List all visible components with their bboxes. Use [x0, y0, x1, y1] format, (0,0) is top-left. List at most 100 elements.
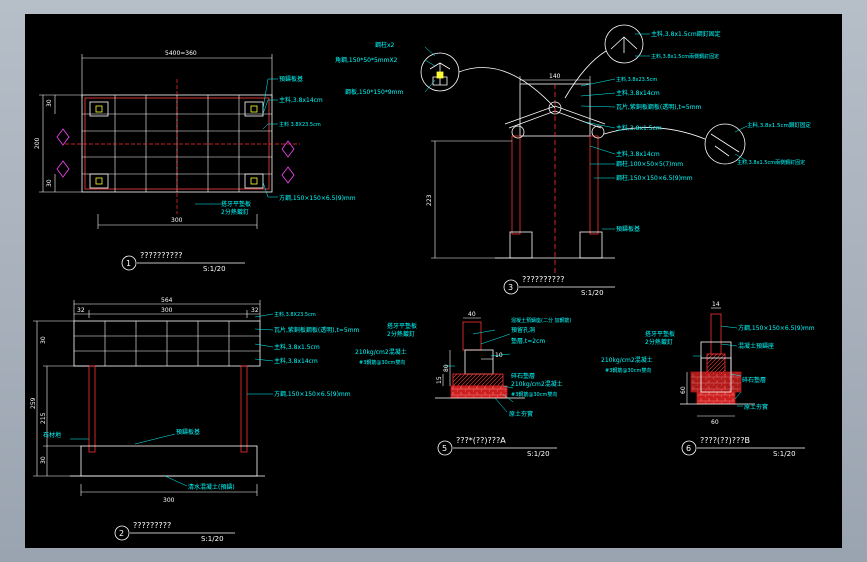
front-label-rafter: 主料,3.8X23.5cm: [274, 311, 316, 318]
detailA-scale: S:1/20: [527, 450, 550, 458]
detailA-view: [435, 317, 525, 413]
detailA-column: [462, 321, 482, 351]
plan-dim-left-top: 30: [46, 99, 53, 107]
front-label-column: 方鋼,150×150×6.5(9)mm: [274, 390, 351, 398]
detailA-dim-side-a: 80: [443, 364, 450, 372]
front-dim-top-left: 32: [77, 307, 85, 314]
front-column-left: [88, 365, 96, 453]
side-label-plate: 鋼柱x2: [375, 41, 395, 49]
detailB-dim-side: 60: [680, 386, 687, 394]
detailA-dim-top: 40: [468, 311, 476, 318]
detailB-precast-overlay: [700, 357, 732, 393]
side-label-steel: 鋼板,150*150*9mm: [345, 88, 403, 96]
front-label-beam-b: 主料,3.8x14cm: [274, 357, 318, 365]
side-column-left: [511, 135, 521, 235]
detailB-dims: [686, 307, 735, 417]
detailA-label-c: 混凝土預鑄座(二分 加鋼筋): [511, 317, 572, 324]
front-dim-height-total: 259: [30, 397, 37, 409]
detailB-annotations: 方鋼,150×150×6.5(9)mm 搭牙平墊板 2分熱鍍釘 混凝土預鑄座 2…: [601, 324, 815, 411]
side-left-joint: [511, 125, 525, 139]
plan-scale: S:1/20: [203, 265, 226, 273]
side-label-angle: 角鋼,150*50*5mmX2: [335, 56, 398, 64]
front-dim-height-c: 30: [40, 336, 47, 344]
plan-dim-left: 200: [34, 137, 41, 149]
detailB-number: 6: [686, 444, 691, 453]
detailA-bricks: [450, 385, 508, 399]
front-label-foot: 預鑄板基: [176, 428, 200, 436]
front-dim-bottom: 300: [163, 497, 175, 504]
front-scale: S:1/20: [201, 535, 224, 543]
detailB-leaders: [693, 325, 743, 407]
detailA-label-k: 原土夯實: [509, 410, 533, 418]
plan-label-rafter: 主料 3.8X23.5cm: [279, 121, 321, 128]
plan-dim-bottom: 300: [171, 217, 183, 224]
side-base-left: [509, 231, 533, 259]
front-dim-top-right: 32: [251, 307, 259, 314]
plan-label-column: 方鋼,150×150×6.5(9)mm: [279, 194, 356, 202]
detailA-title-block: 5 ???*(??)???A S:1/20: [437, 436, 557, 458]
detailA-dim-side-b: 15: [436, 376, 443, 384]
side-texts: 140 223: [426, 73, 561, 206]
front-base: [80, 445, 258, 477]
plan-title: ??????????: [140, 251, 182, 260]
side-label-detail-right-a: 主料,3.8x1.5cm鋼釘固定: [747, 121, 811, 129]
detailA-annotations: 搭牙平墊板 2分熱鍍釘 混凝土預鑄座(二分 加鋼筋) 預留孔洞 墊層,t=2cm…: [355, 317, 572, 418]
side-label-beam-a: 主料,3.8x14cm: [616, 89, 660, 97]
side-ridge-joint: [548, 101, 562, 115]
detailB-title-block: 6 ????(??)???B S:1/20: [681, 436, 805, 458]
front-column-right: [240, 365, 248, 453]
detailA-label-d: 預留孔洞: [511, 326, 535, 334]
side-dim-height: 223: [426, 194, 433, 206]
detailB-label-a: 方鋼,150×150×6.5(9)mm: [738, 324, 815, 332]
side-title-block: 3 ?????????? S:1/20: [503, 275, 615, 297]
front-dim-top-mid: 300: [161, 307, 173, 314]
front-dim-top: 564: [161, 297, 173, 304]
side-right-joint: [591, 125, 605, 139]
front-label-beam-a: 主料,3.8x1.5cm: [274, 343, 320, 351]
side-detail-right-bubble: [704, 123, 746, 165]
plan-number: 1: [126, 259, 131, 268]
detailB-column: [710, 313, 722, 355]
plan-foot-marks: [95, 105, 258, 185]
detailA-precast: [464, 349, 494, 375]
detailA-label-h: 210kg/cm2混凝土: [511, 380, 563, 388]
plan-number-circle: [121, 255, 137, 271]
side-leaders: [424, 33, 748, 230]
detailB-label-e: 210kg/cm2混凝土: [601, 356, 653, 364]
detailA-label-g: #3鋼筋@30cm雙向: [359, 359, 405, 366]
plan-axis-lines: [65, 79, 300, 214]
detailB-dim-top: 14: [712, 301, 720, 308]
side-label-detail-top: 主料,3.8x1.5cm鋼釘固定: [651, 30, 721, 38]
plan-foot-1: [89, 101, 109, 117]
side-label-roof: 瓦片,紫銅板鋼板(透明),t=5mm: [616, 103, 702, 111]
detailA-label-i: #3鋼筋@30cm雙向: [511, 391, 557, 398]
side-label-detail-top-b: 主料,3.8x1.5cm兩側鋼釘固定: [651, 53, 719, 60]
detailA-number: 5: [442, 444, 447, 453]
side-label-col-b: 鋼柱,150×150×6.5(9)mm: [616, 174, 693, 182]
side-title: ??????????: [522, 275, 564, 284]
detailB-label-d: 混凝土預鑄座: [738, 342, 774, 350]
side-label-foot: 預鑄板基: [616, 225, 640, 233]
side-label-purlin: 主料,3.8x1.5cm: [616, 124, 662, 132]
detailB-view: [680, 307, 755, 417]
plan-dim-top: 5400=360: [165, 50, 197, 57]
front-annotations: 主料,3.8X23.5cm 瓦片,紫銅板鋼板(透明),t=5mm 主料,3.8x…: [43, 311, 360, 491]
plan-dim-left-bottom: 30: [46, 179, 53, 187]
detailA-label-f: 210kg/cm2混凝土: [355, 348, 407, 356]
detailA-leaders: [445, 329, 514, 413]
front-title-block: 2 ????????? S:1/20: [114, 521, 235, 543]
front-label-ground: 石材地: [43, 431, 61, 439]
detailB-bricks: [696, 391, 736, 405]
front-view: [33, 300, 274, 496]
plan-label-foot: 預鑄板基: [279, 75, 303, 83]
plan-dimensions: [39, 54, 273, 229]
side-label-rafter: 主料,3.8x23.5cm: [616, 76, 657, 83]
front-roof-grid: [74, 321, 260, 366]
plan-title-block: 1 ?????????? S:1/20: [121, 251, 245, 273]
side-scale: S:1/20: [581, 289, 604, 297]
detailB-side-bricks: [690, 371, 742, 393]
detailA-dims: [442, 317, 493, 386]
detailA-title: ???*(??)???A: [456, 436, 506, 445]
drawing-canvas[interactable]: 5400=360 300 200 30 30 預鑄板基 主料,3.8x14cm …: [25, 14, 842, 548]
side-roof-outer: [504, 105, 606, 125]
